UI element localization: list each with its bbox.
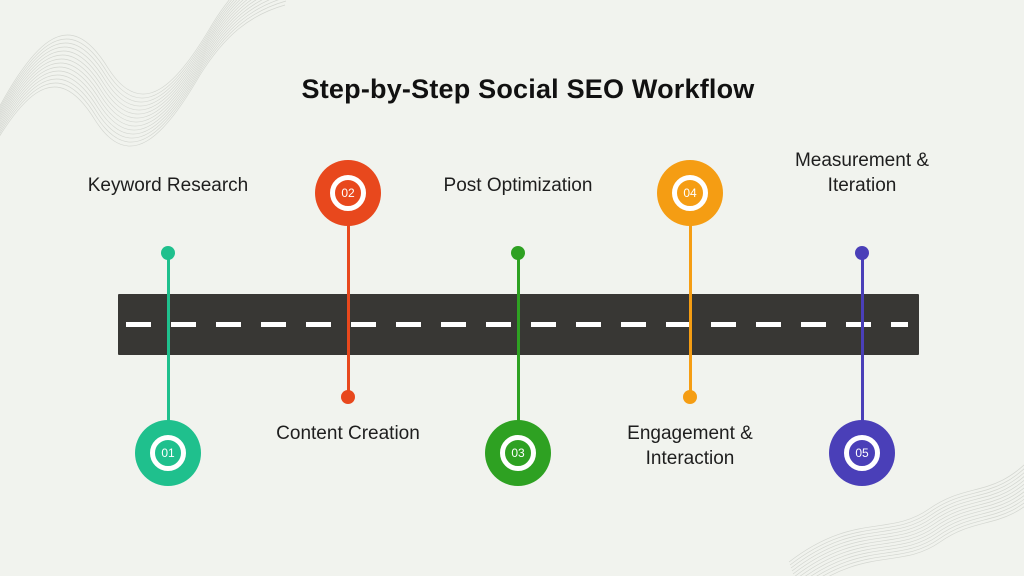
step-stem — [346, 193, 350, 397]
step-dot — [161, 246, 175, 260]
page-title: Step-by-Step Social SEO Workflow — [301, 74, 755, 105]
step-badge-ring: 04 — [672, 175, 708, 211]
step-number-badge: 02 — [315, 160, 381, 226]
step-label: Post Optimization — [443, 175, 593, 196]
step-stem — [166, 253, 170, 453]
step-stem — [860, 253, 864, 453]
step-number-badge: 01 — [135, 420, 201, 486]
wave-texture-bottom-right — [788, 454, 1024, 576]
step-dot — [511, 246, 525, 260]
step-stem — [516, 253, 520, 453]
step-label: Keyword Research — [87, 175, 249, 196]
step-number: 01 — [161, 446, 175, 460]
step-stem — [688, 193, 692, 397]
step-number-badge: 05 — [829, 420, 895, 486]
step-label: Measurement & Iteration — [794, 150, 930, 196]
step-number-badge: 04 — [657, 160, 723, 226]
step-dot — [683, 390, 697, 404]
step-badge-ring: 05 — [844, 435, 880, 471]
step-label: Content Creation — [276, 423, 420, 444]
step-number-badge: 03 — [485, 420, 551, 486]
step-badge-ring: 03 — [500, 435, 536, 471]
step-number: 02 — [341, 186, 355, 200]
step-number: 03 — [511, 446, 525, 460]
step-number: 05 — [855, 446, 869, 460]
step-dot — [341, 390, 355, 404]
step-dot — [855, 246, 869, 260]
step-badge-ring: 02 — [330, 175, 366, 211]
step-badge-ring: 01 — [150, 435, 186, 471]
step-number: 04 — [683, 186, 697, 200]
step-label: Engagement & Interaction — [627, 423, 753, 469]
